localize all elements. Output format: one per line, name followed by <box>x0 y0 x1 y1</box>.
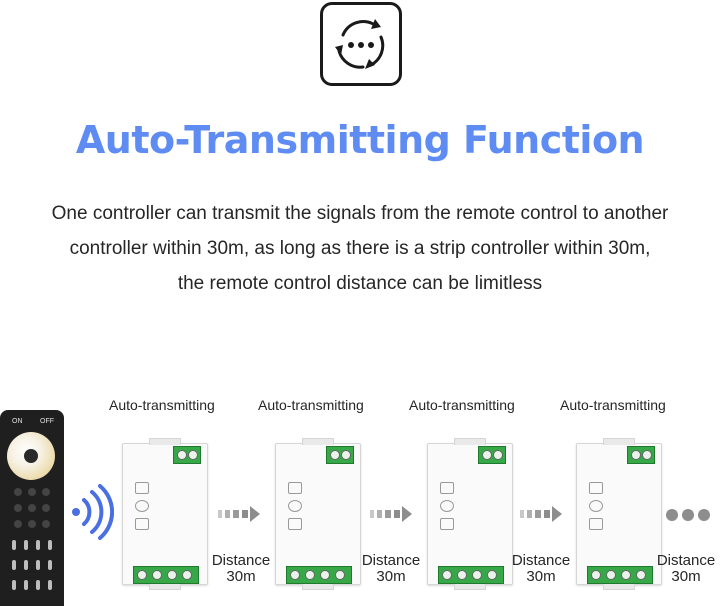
distance-text: Distance <box>511 552 571 569</box>
controller-mount-tab <box>302 583 334 590</box>
color-temperature-wheel <box>7 432 55 480</box>
certification-icon <box>589 500 603 512</box>
weee-mark-icon <box>135 482 149 494</box>
ce-mark-icon <box>288 518 302 530</box>
dashed-arrow-icon <box>218 506 260 522</box>
controller-mount-tab <box>454 438 486 445</box>
auto-transmitting-label: Auto-transmitting <box>560 397 666 413</box>
remote-button <box>14 488 22 496</box>
distance-value: 30m <box>671 568 701 585</box>
distance-label: Distance 30m <box>652 553 720 585</box>
output-terminal <box>286 566 352 584</box>
zone-key <box>36 580 40 590</box>
more-dots-icon <box>666 508 714 526</box>
description-line: One controller can transmit the signals … <box>51 203 669 224</box>
weee-mark-icon <box>589 482 603 494</box>
remote-button <box>14 520 22 528</box>
remote-button <box>42 520 50 528</box>
page-title: Auto-Transmitting Function <box>75 118 645 162</box>
ce-mark-icon <box>440 518 454 530</box>
weee-mark-icon <box>440 482 454 494</box>
output-terminal <box>133 566 199 584</box>
weee-mark-icon <box>288 482 302 494</box>
led-controller <box>427 438 513 590</box>
controller-mount-tab <box>302 438 334 445</box>
distance-label: Distance 30m <box>356 553 426 585</box>
certification-icon <box>440 500 454 512</box>
remote-button <box>42 504 50 512</box>
zone-key <box>36 540 40 550</box>
led-controller <box>576 438 662 590</box>
distance-text: Distance <box>211 552 271 569</box>
ce-mark-icon <box>589 518 603 530</box>
dashed-arrow-icon <box>520 506 562 522</box>
description: One controller can transmit the signals … <box>10 196 710 301</box>
zone-key <box>48 540 52 550</box>
zone-key <box>48 560 52 570</box>
certification-icon <box>135 500 149 512</box>
description-line: controller within 30m, as long as there … <box>69 238 651 259</box>
zone-key <box>12 560 16 570</box>
zone-key <box>24 560 28 570</box>
led-controller <box>122 438 208 590</box>
auto-transmitting-label: Auto-transmitting <box>409 397 515 413</box>
controller-mount-tab <box>149 438 181 445</box>
controller-mount-tab <box>603 438 635 445</box>
remote-button <box>28 504 36 512</box>
led-controller <box>275 438 361 590</box>
zone-key <box>12 540 16 550</box>
input-terminal <box>478 446 506 464</box>
wireless-signal-icon <box>72 484 114 540</box>
zone-key <box>24 540 28 550</box>
remote-button <box>28 520 36 528</box>
description-line: the remote control distance can be limit… <box>177 273 543 294</box>
distance-value: 30m <box>226 568 256 585</box>
distance-text: Distance <box>361 552 421 569</box>
input-terminal <box>326 446 354 464</box>
remote-control: ON OFF <box>0 410 64 606</box>
controller-mount-tab <box>603 583 635 590</box>
zone-key <box>36 560 40 570</box>
distance-text: Distance <box>656 552 716 569</box>
zone-key <box>12 580 16 590</box>
zone-key <box>48 580 52 590</box>
dashed-arrow-icon <box>370 506 412 522</box>
remote-on-label: ON <box>12 418 23 425</box>
distance-value: 30m <box>376 568 406 585</box>
remote-button <box>42 488 50 496</box>
remote-off-label: OFF <box>40 418 54 425</box>
output-terminal <box>438 566 504 584</box>
remote-button <box>28 488 36 496</box>
input-terminal <box>173 446 201 464</box>
remote-button <box>14 504 22 512</box>
relay-circle-icon <box>320 2 402 86</box>
controller-mount-tab <box>149 583 181 590</box>
auto-transmitting-label: Auto-transmitting <box>109 397 215 413</box>
output-terminal <box>587 566 653 584</box>
distance-label: Distance 30m <box>206 553 276 585</box>
distance-value: 30m <box>526 568 556 585</box>
input-terminal <box>627 446 655 464</box>
controller-mount-tab <box>454 583 486 590</box>
zone-key <box>24 580 28 590</box>
auto-transmitting-label: Auto-transmitting <box>258 397 364 413</box>
certification-icon <box>288 500 302 512</box>
distance-label: Distance 30m <box>506 553 576 585</box>
ce-mark-icon <box>135 518 149 530</box>
